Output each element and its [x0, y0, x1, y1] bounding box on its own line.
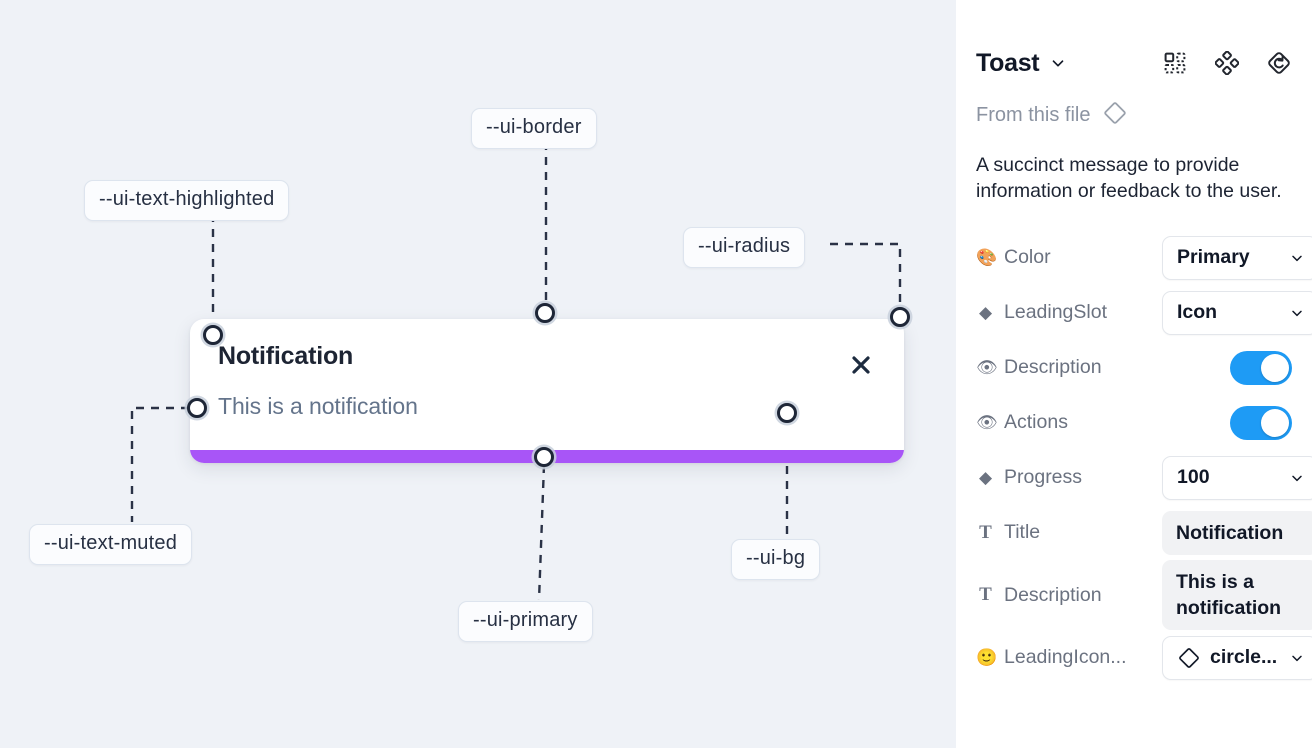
property-label-text: LeadingIcon...	[1004, 646, 1127, 668]
title-input[interactable]: Notification	[1162, 510, 1312, 555]
property-control-leading-slot: Icon	[1162, 290, 1312, 335]
chevron-down-icon	[1289, 470, 1305, 486]
annotation-pill-ui-radius[interactable]: --ui-radius	[683, 227, 806, 268]
diamond-icon: ◆	[978, 468, 993, 487]
leading-slot-select[interactable]: Icon	[1162, 290, 1312, 335]
color-select-value: Primary	[1177, 246, 1250, 268]
anchor-dot-ui-text-muted[interactable]	[187, 398, 207, 418]
close-x-icon[interactable]	[848, 352, 874, 378]
property-row-actions-visibility: 👁 Actions	[976, 395, 1292, 450]
properties-panel: Toast	[956, 0, 1312, 748]
property-row-color: 🎨 Color Primary	[976, 230, 1312, 285]
component-set-icon[interactable]	[1214, 50, 1240, 76]
annotation-pill-ui-text-highlighted[interactable]: --ui-text-highlighted	[84, 180, 290, 221]
toast-component-preview[interactable]: Notification This is a notification	[190, 319, 904, 463]
diamond-icon: ◆	[978, 303, 993, 322]
anchor-dot-ui-primary[interactable]	[534, 447, 554, 467]
property-label-leading-icon: 🙂 LeadingIcon...	[976, 646, 1162, 669]
annotation-pill-ui-text-muted[interactable]: --ui-text-muted	[29, 524, 193, 565]
eye-icon: 👁	[976, 413, 998, 432]
property-label-leading-slot: ◆ LeadingSlot	[976, 301, 1162, 324]
leading-icon-select[interactable]: circle...	[1162, 635, 1312, 680]
property-control-actions-visibility	[1230, 405, 1292, 440]
component-description: A succinct message to provide informatio…	[976, 154, 1282, 202]
chevron-down-icon	[1289, 650, 1305, 666]
text-icon: T	[979, 521, 992, 543]
actions-visibility-toggle[interactable]	[1230, 405, 1292, 440]
property-control-description-text: This is a notification	[1162, 560, 1312, 630]
annotation-pill-ui-border[interactable]: --ui-border	[471, 108, 597, 149]
anchor-dot-ui-bg[interactable]	[777, 403, 797, 423]
property-row-title: T Title Notification	[976, 505, 1312, 560]
from-this-file-label: From this file	[976, 103, 1091, 126]
property-label-title: T Title	[976, 521, 1162, 544]
property-label-text: Description	[1004, 583, 1102, 606]
leading-slot-select-value: Icon	[1177, 301, 1218, 323]
property-label-text: Description	[1004, 356, 1102, 378]
property-label-text: Progress	[1004, 466, 1083, 488]
property-label-description-text: T Description	[976, 584, 1162, 607]
chevron-down-icon[interactable]	[1049, 54, 1067, 72]
property-row-progress: ◆ Progress 100	[976, 450, 1312, 505]
property-control-progress: 100	[1162, 455, 1312, 500]
chevron-down-icon	[1289, 305, 1305, 321]
emoji-icon: 🙂	[976, 648, 998, 667]
diamond-component-icon	[1102, 100, 1128, 131]
anchor-dot-ui-text-highlighted[interactable]	[203, 325, 223, 345]
property-label-actions-visibility: 👁 Actions	[976, 411, 1162, 434]
toast-title: Notification	[218, 342, 354, 370]
annotation-pill-ui-primary[interactable]: --ui-primary	[458, 601, 593, 642]
property-list: 🎨 Color Primary ◆ LeadingSlot	[976, 230, 1312, 685]
property-row-description-visibility: 👁 Description	[976, 340, 1292, 395]
description-input[interactable]: This is a notification	[1162, 560, 1312, 630]
panel-header: Toast	[976, 32, 1292, 94]
property-label-progress: ◆ Progress	[976, 466, 1162, 489]
anchor-dot-ui-radius[interactable]	[890, 307, 910, 327]
property-control-leading-icon: circle...	[1162, 635, 1312, 680]
toggle-knob	[1261, 408, 1289, 437]
anchor-dot-ui-border[interactable]	[535, 303, 555, 323]
property-row-leading-slot: ◆ LeadingSlot Icon	[976, 285, 1312, 340]
color-select[interactable]: Primary	[1162, 235, 1312, 280]
toast-description: This is a notification	[218, 393, 418, 419]
property-control-color: Primary	[1162, 235, 1312, 280]
property-control-description-visibility	[1230, 350, 1292, 385]
text-icon: T	[979, 584, 992, 605]
property-row-description-text: T Description This is a notification	[976, 560, 1312, 630]
chevron-down-icon	[1289, 250, 1305, 266]
component-variants-icon[interactable]	[1162, 50, 1188, 76]
from-this-file-row[interactable]: From this file	[976, 100, 1292, 130]
property-control-title: Notification	[1162, 510, 1312, 555]
description-visibility-toggle[interactable]	[1230, 350, 1292, 385]
annotation-pill-ui-bg[interactable]: --ui-bg	[731, 539, 821, 580]
property-label-color: 🎨 Color	[976, 246, 1162, 269]
property-label-text: Title	[1004, 521, 1041, 543]
toggle-knob	[1261, 353, 1289, 382]
design-canvas[interactable]: Notification This is a notification --ui…	[0, 0, 956, 748]
palette-icon: 🎨	[976, 248, 998, 267]
page-title: Toast	[976, 48, 1040, 77]
property-label-text: Color	[1004, 246, 1051, 268]
panel-header-icons	[1162, 50, 1292, 76]
progress-select[interactable]: 100	[1162, 455, 1312, 500]
diamond-component-icon	[1177, 646, 1201, 670]
property-label-text: Actions	[1004, 411, 1068, 433]
leading-icon-select-value: circle...	[1210, 646, 1278, 668]
property-label-text: LeadingSlot	[1004, 301, 1108, 323]
eye-icon: 👁	[976, 358, 998, 377]
property-label-description-visibility: 👁 Description	[976, 356, 1162, 379]
property-row-leading-icon: 🙂 LeadingIcon... circle...	[976, 630, 1312, 685]
reset-instance-icon[interactable]	[1266, 50, 1292, 76]
progress-select-value: 100	[1177, 466, 1210, 488]
